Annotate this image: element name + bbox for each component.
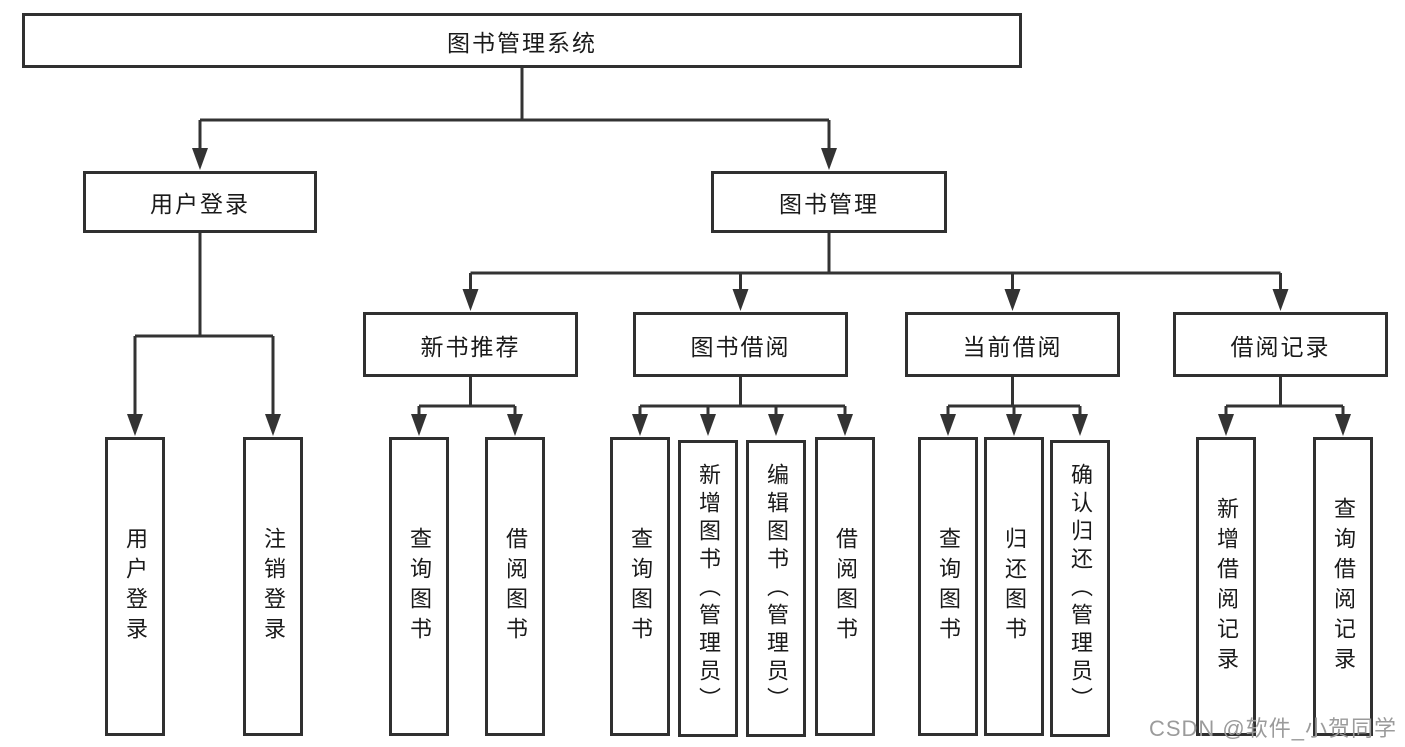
node-borrow-records-label: 借阅记录 xyxy=(1230,333,1331,360)
node-current-borrowing: 当前借阅 xyxy=(905,312,1120,377)
leaf-confirm-return-admin-label: 确认归还（管理员） xyxy=(1068,462,1093,715)
leaf-borrow-books-1: 借阅图书 xyxy=(485,437,545,736)
arrow-icon xyxy=(732,289,749,311)
leaf-query-books-2: 查询图书 xyxy=(610,437,670,736)
node-root: 图书管理系统 xyxy=(22,13,1022,68)
connector-lines xyxy=(133,68,1345,416)
node-current-borrowing-label: 当前借阅 xyxy=(962,333,1063,360)
arrow-icon xyxy=(1218,414,1234,436)
node-book-borrowing: 图书借阅 xyxy=(633,312,848,377)
leaf-user-login-label: 用户登录 xyxy=(123,526,148,647)
leaf-user-login: 用户登录 xyxy=(105,437,165,736)
node-root-label: 图书管理系统 xyxy=(447,29,597,56)
leaf-add-books-admin-label: 新增图书（管理员） xyxy=(696,462,721,715)
leaf-edit-books-admin-label: 编辑图书（管理员） xyxy=(764,462,789,715)
node-book-borrowing-label: 图书借阅 xyxy=(690,333,791,360)
arrow-icon xyxy=(632,414,648,436)
leaf-add-books-admin: 新增图书（管理员） xyxy=(678,440,738,737)
leaf-query-books-1-label: 查询图书 xyxy=(407,526,432,647)
arrow-icon xyxy=(1072,414,1088,436)
arrow-icon xyxy=(1006,414,1022,436)
leaf-query-borrow-record: 查询借阅记录 xyxy=(1313,437,1373,736)
node-book-management: 图书管理 xyxy=(711,171,947,233)
leaf-borrow-books-2-label: 借阅图书 xyxy=(833,526,858,647)
leaf-query-books-3-label: 查询图书 xyxy=(936,526,961,647)
leaf-query-borrow-record-label: 查询借阅记录 xyxy=(1331,496,1356,677)
arrow-icon xyxy=(768,414,784,436)
leaf-query-books-2-label: 查询图书 xyxy=(628,526,653,647)
leaf-return-books-label: 归还图书 xyxy=(1002,526,1027,647)
leaf-query-books-3: 查询图书 xyxy=(918,437,978,736)
leaf-borrow-books-2: 借阅图书 xyxy=(815,437,875,736)
arrow-icon xyxy=(411,414,427,436)
leaf-confirm-return-admin: 确认归还（管理员） xyxy=(1050,440,1110,737)
node-borrow-records: 借阅记录 xyxy=(1173,312,1388,377)
node-new-book-recommend: 新书推荐 xyxy=(363,312,578,377)
node-user-login-label: 用户登录 xyxy=(150,191,250,217)
arrow-icon xyxy=(821,148,837,170)
leaf-borrow-books-1-label: 借阅图书 xyxy=(503,526,528,647)
node-new-book-recommend-label: 新书推荐 xyxy=(420,333,521,360)
arrow-icon xyxy=(192,148,208,170)
leaf-return-books: 归还图书 xyxy=(984,437,1044,736)
arrowheads xyxy=(127,148,1351,436)
arrow-icon xyxy=(507,414,523,436)
arrow-icon xyxy=(700,414,716,436)
arrow-icon xyxy=(1272,289,1289,311)
arrow-icon xyxy=(265,414,281,436)
arrow-icon xyxy=(1004,289,1021,311)
arrow-icon xyxy=(462,289,479,311)
arrow-icon xyxy=(837,414,853,436)
leaf-logout-label: 注销登录 xyxy=(261,526,286,647)
csdn-watermark: CSDN @软件_小贺同学 xyxy=(1148,716,1397,741)
leaf-logout: 注销登录 xyxy=(243,437,303,736)
node-book-management-label: 图书管理 xyxy=(779,191,879,217)
leaf-edit-books-admin: 编辑图书（管理员） xyxy=(746,440,806,737)
leaf-add-borrow-record-label: 新增借阅记录 xyxy=(1214,496,1239,677)
arrow-icon xyxy=(940,414,956,436)
arrow-icon xyxy=(127,414,143,436)
node-user-login: 用户登录 xyxy=(83,171,317,233)
arrow-icon xyxy=(1335,414,1351,436)
leaf-query-books-1: 查询图书 xyxy=(389,437,449,736)
leaf-add-borrow-record: 新增借阅记录 xyxy=(1196,437,1256,736)
